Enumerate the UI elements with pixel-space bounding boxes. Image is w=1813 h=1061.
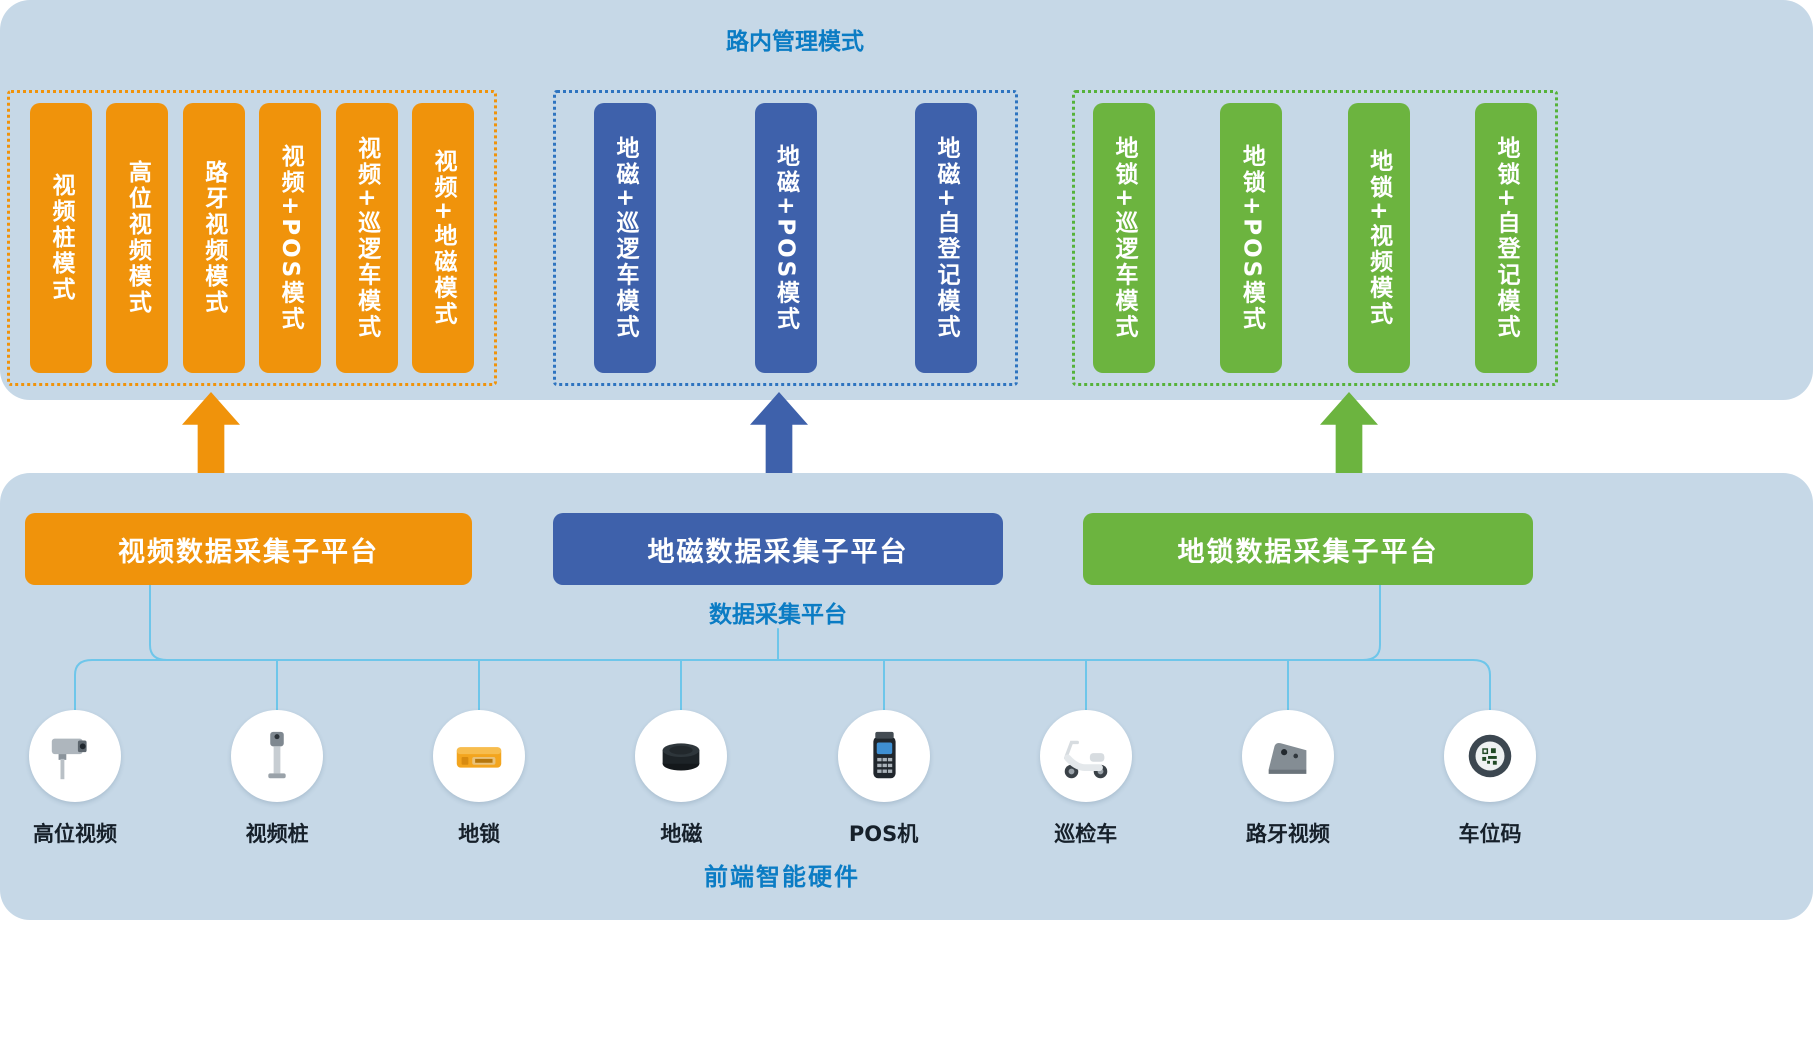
geomagnetic-up-arrow-icon	[750, 392, 808, 474]
mode-pill-label: 高位视频模式	[124, 160, 151, 316]
mode-pill-video: 路牙视频模式	[182, 103, 245, 373]
device-circle	[1039, 710, 1132, 802]
device-geomagnetic: 地磁	[621, 710, 741, 848]
device-label: 视频桩	[245, 822, 309, 846]
lock-modes-group: 地锁+巡逻车模式 地锁+POS模式 地锁+视频模式 地锁+自登记模式	[1072, 90, 1558, 386]
mode-pill-video: 视频+地磁模式	[411, 103, 474, 373]
geomagnetic-sensor-icon	[663, 743, 700, 771]
mode-pill-label: 视频桩模式	[48, 173, 74, 303]
pos-terminal-icon	[872, 731, 896, 779]
geomagnetic-modes-group: 地磁+巡逻车模式 地磁+POS模式 地磁+自登记模式	[553, 90, 1018, 386]
hardware-caption: 前端智能硬件	[704, 863, 860, 891]
connector-lines	[74, 584, 1491, 711]
mode-pill-lock: 地锁+POS模式	[1220, 103, 1283, 373]
device-circle	[837, 710, 930, 802]
patrol-scooter-icon	[1063, 740, 1107, 779]
device-label: POS机	[848, 822, 919, 846]
ground-lock-icon	[457, 747, 502, 768]
mode-pill-label: 地锁+POS模式	[1238, 143, 1265, 333]
device-row: 高位视频 视频桩	[15, 710, 1550, 848]
mode-pill-lock: 地锁+视频模式	[1347, 103, 1410, 373]
video-up-arrow-icon	[182, 392, 240, 474]
device-parking-qr: 车位码	[1430, 710, 1550, 848]
mode-pill-lock: 地锁+自登记模式	[1474, 103, 1537, 373]
parking-qr-icon	[1468, 734, 1512, 778]
mode-pill-label: 路牙视频模式	[200, 160, 227, 316]
video-platform-bar: 视频数据采集子平台	[25, 513, 472, 585]
data-collection-panel: 视频数据采集子平台 地磁数据采集子平台 地锁数据采集子平台 数据采集平台 高位视…	[0, 473, 1813, 920]
device-circle	[635, 710, 728, 802]
device-high-camera: 高位视频	[15, 710, 135, 848]
device-circle	[433, 710, 526, 802]
device-label: 地锁	[458, 822, 501, 846]
mode-pill-video: 视频+POS模式	[259, 103, 322, 373]
mode-pill-label: 地磁+自登记模式	[933, 135, 959, 341]
mode-pill-label: 视频+地磁模式	[429, 148, 456, 328]
mode-pill-geomagnetic: 地磁+自登记模式	[915, 103, 977, 373]
device-curb-video: 路牙视频	[1228, 710, 1348, 848]
mode-pill-video: 视频+巡逻车模式	[335, 103, 398, 373]
mode-pill-label: 视频+巡逻车模式	[353, 135, 380, 341]
device-label: 路牙视频	[1245, 822, 1330, 846]
device-label: 高位视频	[33, 822, 117, 846]
device-video-pile: 视频桩	[217, 710, 337, 848]
lock-up-arrow-icon	[1320, 392, 1378, 474]
mode-pill-label: 地磁+POS模式	[772, 143, 799, 333]
device-ground-lock: 地锁	[419, 710, 539, 848]
mode-pill-label: 地磁+巡逻车模式	[612, 135, 638, 341]
device-label: 车位码	[1458, 822, 1522, 846]
high-camera-icon	[51, 738, 87, 780]
top-panel-title: 路内管理模式	[726, 29, 864, 55]
lock-platform-bar: 地锁数据采集子平台	[1083, 513, 1533, 585]
video-modes-group: 视频桩模式 高位视频模式 路牙视频模式 视频+POS模式 视频+巡逻车模式 视频+地磁模式	[7, 90, 497, 386]
mode-pill-lock: 地锁+巡逻车模式	[1093, 103, 1155, 373]
device-circle	[1241, 710, 1334, 802]
device-circle	[1443, 710, 1536, 802]
device-circle	[231, 710, 324, 802]
device-circle	[29, 710, 121, 802]
device-patrol-scooter: 巡检车	[1026, 710, 1146, 848]
mode-pill-label: 地锁+视频模式	[1365, 148, 1392, 328]
video-pile-icon	[268, 731, 286, 779]
platform-caption: 数据采集平台	[709, 602, 847, 628]
mode-pill-label: 地锁+巡逻车模式	[1111, 135, 1137, 341]
mode-pill-geomagnetic: 地磁+巡逻车模式	[594, 103, 656, 373]
geomagnetic-platform-bar: 地磁数据采集子平台	[553, 513, 1003, 585]
mode-pill-label: 地锁+自登记模式	[1492, 135, 1519, 341]
device-label: 地磁	[660, 822, 703, 846]
mode-pill-video: 高位视频模式	[106, 103, 169, 373]
device-label: 巡检车	[1054, 822, 1118, 846]
mode-pill-geomagnetic: 地磁+POS模式	[754, 103, 817, 373]
mode-pill-video: 视频桩模式	[30, 103, 92, 373]
curb-video-icon	[1268, 742, 1307, 774]
road-management-panel: 路内管理模式 视频桩模式 高位视频模式 路牙视频模式 视频+POS模式 视频+巡逻车模式…	[0, 0, 1813, 400]
mode-pill-label: 视频+POS模式	[277, 143, 304, 333]
device-pos-terminal: POS机	[824, 710, 944, 848]
